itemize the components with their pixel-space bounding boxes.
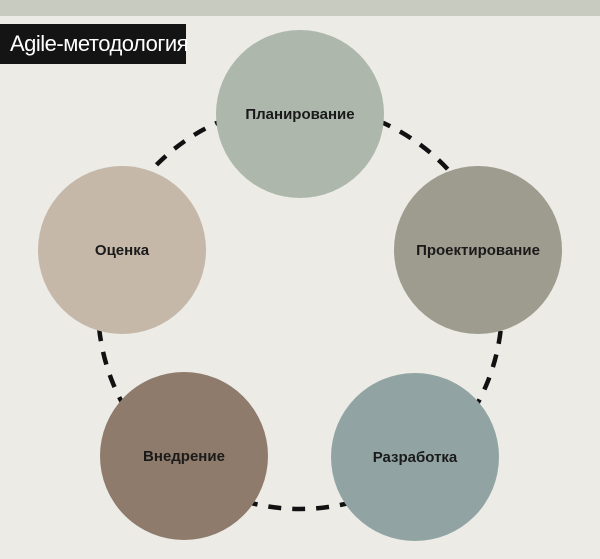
node-deployment-circle <box>100 372 268 540</box>
node-design-label: Проектирование <box>416 242 540 259</box>
node-development: Разработка <box>331 373 499 541</box>
node-deployment-label: Внедрение <box>143 448 225 465</box>
top-accent-bar <box>0 0 600 16</box>
node-development-circle <box>331 373 499 541</box>
node-deployment: Внедрение <box>100 372 268 540</box>
node-evaluation: Оценка <box>38 166 206 334</box>
diagram-title: Agile-методология <box>10 31 189 56</box>
node-planning-label: Планирование <box>245 106 354 123</box>
node-evaluation-label: Оценка <box>95 242 150 259</box>
node-planning: Планирование <box>216 30 384 198</box>
title-banner: Agile-методология <box>0 24 189 64</box>
node-design: Проектирование <box>394 166 562 334</box>
node-design-circle <box>394 166 562 334</box>
node-planning-circle <box>216 30 384 198</box>
node-evaluation-circle <box>38 166 206 334</box>
node-development-label: Разработка <box>373 449 458 466</box>
